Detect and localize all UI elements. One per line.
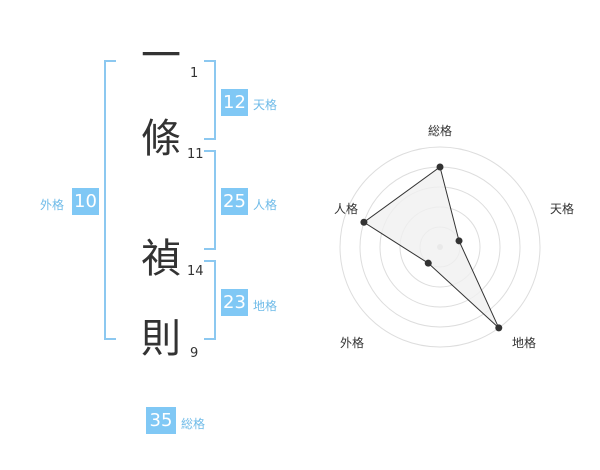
name-char-1: 一	[141, 33, 181, 79]
name-char-4: 則	[141, 316, 181, 362]
radar-shape	[363, 166, 500, 329]
stroke-count-4: 9	[190, 346, 199, 361]
radar-axis-label-1: 総格	[428, 123, 452, 138]
jinkaku-label: 人格	[253, 198, 278, 212]
soukaku-value: 35	[146, 407, 176, 434]
radar-axis-label-5: 人格	[334, 201, 358, 216]
gaikaku-bracket	[104, 60, 116, 340]
jinkaku-bracket	[204, 150, 216, 250]
name-char-3: 禎	[141, 236, 181, 282]
gaikaku-value: 10	[72, 188, 99, 215]
chikaku-bracket	[204, 260, 216, 340]
radar-point-1	[436, 163, 444, 171]
tenkaku-bracket	[204, 60, 216, 140]
radar-point-2	[455, 237, 463, 245]
tenkaku-value: 12	[221, 89, 248, 116]
radar-axis-label-2: 天格	[550, 201, 574, 216]
stroke-count-2: 11	[187, 147, 204, 162]
tenkaku-label: 天格	[253, 98, 278, 112]
radar-axis-label-4: 外格	[340, 335, 364, 350]
radar-point-3	[495, 324, 503, 332]
chikaku-value: 23	[221, 289, 248, 316]
soukaku-label: 総格	[181, 417, 206, 431]
radar-point-5	[360, 218, 368, 226]
stroke-count-3: 14	[187, 264, 204, 279]
radar-axis-label-3: 地格	[512, 335, 536, 350]
jinkaku-value: 25	[221, 188, 248, 215]
gaikaku-label: 外格	[40, 198, 65, 212]
radar-points	[360, 163, 503, 332]
chikaku-label: 地格	[253, 299, 278, 313]
radar-point-4	[424, 259, 432, 267]
name-char-2: 條	[141, 116, 181, 162]
radar-ring	[339, 146, 541, 348]
stroke-count-1: 1	[190, 66, 199, 81]
